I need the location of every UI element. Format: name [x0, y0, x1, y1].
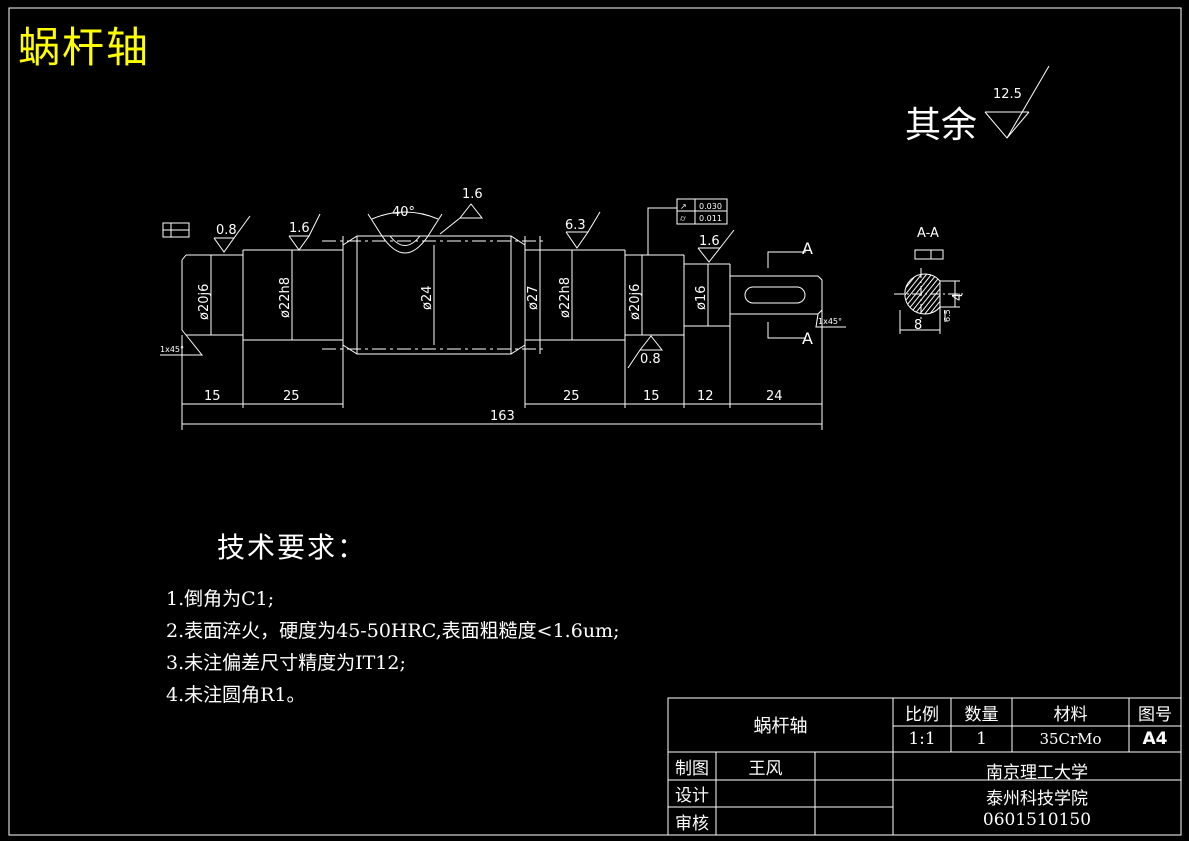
page-title: 蜗杆轴 [18, 23, 151, 72]
dim-chamfer-left: 1x45° [160, 345, 184, 354]
dim-length-4: 15 [643, 389, 660, 404]
section-hatch-line [855, 270, 895, 320]
dim-diameter-2: ø22h8 [278, 277, 293, 318]
title-block-drawing-no-header: 图号 [1138, 704, 1172, 725]
dim-length-1: 15 [204, 389, 221, 404]
dim-diameter-7: ø16 [694, 286, 709, 311]
title-block-school-line2: 泰州科技学院 [986, 788, 1088, 809]
section-hatch-line [904, 274, 906, 314]
title-block-scale-header: 比例 [905, 704, 939, 725]
section-marker-bottom: A [802, 329, 813, 348]
general-roughness-value: 12.5 [993, 87, 1022, 102]
section-hatch-line [904, 274, 931, 314]
dim-overall-length: 163 [490, 409, 515, 424]
title-block-role-drawn: 制图 [675, 758, 709, 779]
section-hatch-line [924, 274, 940, 314]
dim-diameter-4: ø27 [526, 286, 541, 311]
tolerance-value-1: 0.030 [699, 202, 722, 211]
roughness-value-2: 1.6 [289, 221, 310, 236]
shaft-outline [181, 235, 823, 355]
requirement-item-2: 2.表面淬火，硬度为45-50HRC,表面粗糙度<1.6um; [166, 620, 620, 642]
section-hatch-line [914, 274, 940, 314]
section-hatch-line [904, 274, 921, 314]
tolerance-value-2: 0.011 [699, 214, 722, 223]
requirement-item-4: 4.未注圆角R1。 [166, 684, 306, 706]
section-hatch-line [904, 274, 916, 314]
general-roughness-label: 其余 [905, 105, 978, 146]
section-label: A-A [917, 226, 939, 241]
title-block-scale-value: 1:1 [908, 729, 936, 749]
section-marker-top: A [802, 239, 813, 258]
roughness-value-6: 0.8 [640, 352, 661, 367]
requirements-title: 技术要求： [217, 531, 368, 564]
title-block-material-value: 35CrMo [1039, 730, 1102, 748]
dim-length-5: 12 [697, 389, 714, 404]
section-view [855, 268, 966, 334]
section-hatch-line [904, 274, 940, 314]
section-hatch-line [919, 274, 940, 314]
requirement-item-3: 3.未注偏差尺寸精度为IT12; [166, 652, 406, 674]
title-block-quantity-header: 数量 [964, 704, 999, 725]
dim-diameter-5: ø22h8 [558, 277, 573, 318]
roughness-value-5: 1.6 [699, 234, 720, 249]
section-dim-depth: 6.5 [943, 309, 952, 322]
tolerance-frames [162, 198, 944, 260]
title-block-grid [667, 697, 1182, 836]
title-block-student-id: 0601510150 [982, 810, 1092, 830]
dim-length-6: 24 [766, 389, 783, 404]
dim-length-2: 25 [283, 389, 300, 404]
dim-chamfer-right: 1x45° [818, 317, 842, 326]
title-block-material-header: 材料 [1053, 704, 1088, 725]
section-dim-key: 4 [951, 293, 966, 301]
section-dim-width: 8 [914, 318, 922, 333]
dim-diameter-1: ø20j6 [197, 284, 212, 320]
title-block-school-line1: 南京理工大学 [986, 762, 1088, 783]
title-block-quantity-value: 1 [976, 729, 987, 749]
dim-angle: 40° [392, 205, 415, 220]
requirement-item-1: 1.倒角为C1; [166, 588, 275, 610]
title-block-role-review: 审核 [675, 813, 709, 834]
title-block-drawing-no-value: A4 [1142, 729, 1168, 749]
dim-diameter-3: ø24 [420, 286, 435, 311]
section-hatch-line [904, 274, 926, 314]
drawing-border [8, 7, 1182, 836]
section-hatch-line [904, 274, 940, 314]
tolerance-symbol-1: ↗ [680, 202, 687, 211]
title-block-drawn-by: 王风 [748, 758, 783, 779]
section-hatch-line [904, 274, 911, 314]
section-hatch-line [904, 274, 936, 314]
tolerance-symbol-2: ⌭ [680, 214, 686, 223]
dim-length-3: 25 [563, 389, 580, 404]
roughness-value-3: 1.6 [462, 187, 483, 202]
dimension-lines [160, 207, 846, 430]
roughness-value-1: 0.8 [216, 223, 237, 238]
dim-diameter-6: ø20j6 [628, 284, 643, 320]
roughness-symbols [213, 65, 1050, 369]
roughness-value-4: 6.3 [565, 218, 586, 233]
section-hatch-line [909, 274, 940, 314]
title-block-part-name: 蜗杆轴 [753, 716, 808, 737]
section-hatch-line [860, 270, 900, 320]
title-block-role-design: 设计 [675, 786, 709, 806]
